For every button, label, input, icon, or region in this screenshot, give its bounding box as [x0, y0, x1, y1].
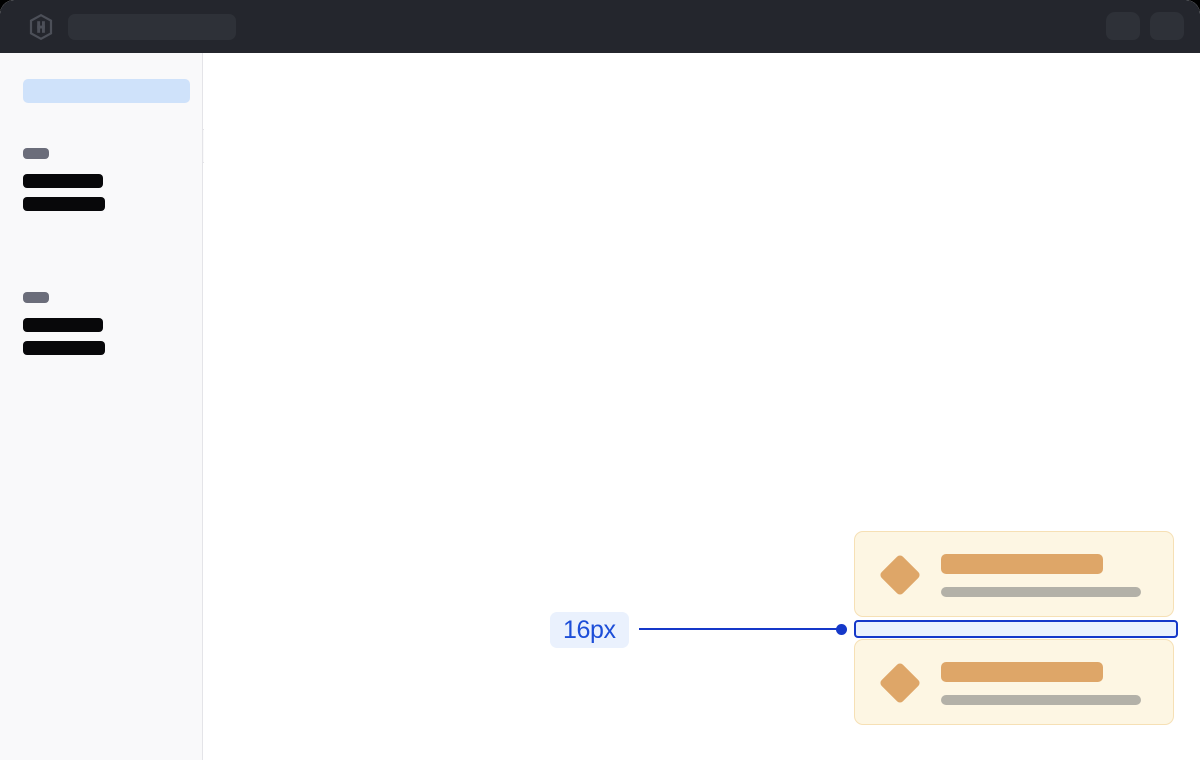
diamond-icon: [878, 553, 922, 597]
topbar-chip-2[interactable]: [1150, 12, 1184, 40]
measurement-endpoint-dot: [836, 624, 847, 635]
card-text-block: [941, 554, 1141, 597]
sidebar-item-2-1[interactable]: [23, 318, 103, 332]
sidebar-selected-item[interactable]: [23, 79, 190, 103]
sidebar-group-2: [23, 292, 105, 364]
measurement-leader-line: [639, 628, 839, 630]
sidebar-group-1-label: [23, 148, 49, 159]
list-item[interactable]: [854, 531, 1174, 617]
card-title: [941, 554, 1103, 574]
omnibar-search-input[interactable]: [68, 14, 236, 40]
sidebar-group-2-label: [23, 292, 49, 303]
top-bar: [0, 0, 1200, 53]
topbar-chip-1[interactable]: [1106, 12, 1140, 40]
diamond-icon: [878, 661, 922, 705]
card-subtitle: [941, 695, 1141, 705]
sidebar-group-1: [23, 148, 105, 220]
card-text-block: [941, 662, 1141, 705]
hashicorp-logo[interactable]: [28, 14, 54, 40]
sidebar-item-2-2[interactable]: [23, 341, 105, 355]
topbar-actions: [1106, 12, 1184, 40]
card-subtitle: [941, 587, 1141, 597]
sidebar: [0, 53, 203, 760]
card-title: [941, 662, 1103, 682]
sidebar-item-1-2[interactable]: [23, 197, 105, 211]
spacing-highlight-region: [854, 620, 1178, 638]
measurement-value-badge: 16px: [550, 612, 629, 648]
sidebar-item-1-1[interactable]: [23, 174, 103, 188]
list-item[interactable]: [854, 639, 1174, 725]
